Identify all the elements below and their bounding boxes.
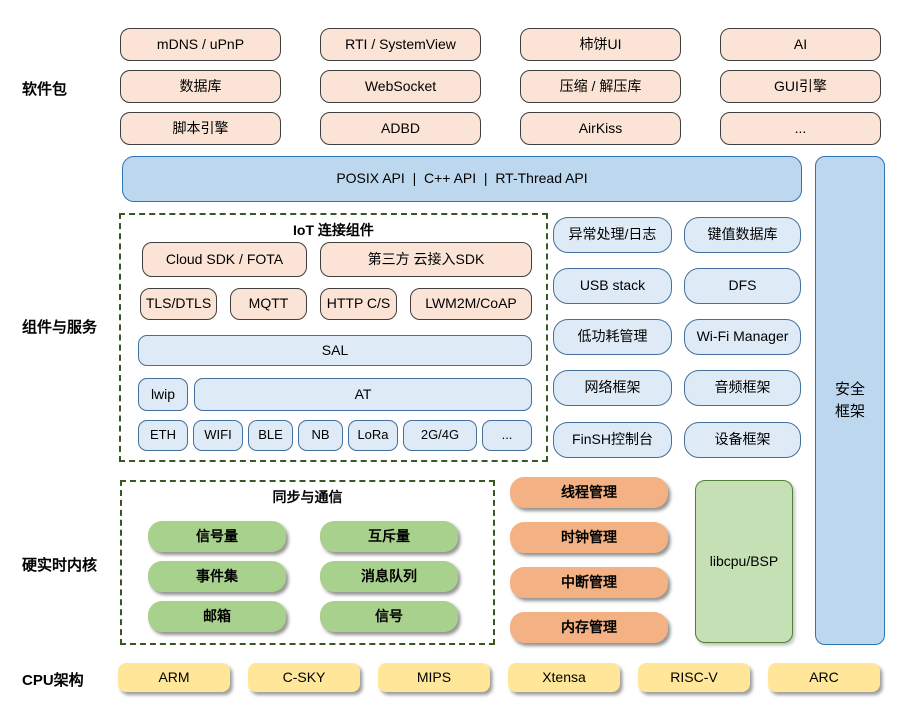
api-bar: POSIX API | C++ API | RT-Thread API [122, 156, 802, 202]
kernel-mgmt-pill: 内存管理 [510, 612, 668, 643]
sal-box: SAL [138, 335, 532, 366]
sync-item-pill: 邮箱 [148, 601, 286, 632]
iot-connect-title: IoT 连接组件 [293, 222, 374, 238]
kernel-mgmt-pill: 中断管理 [510, 567, 668, 598]
software-package-box: RTI / SystemView [320, 28, 481, 61]
third-party-sdk-box: 第三方 云接入SDK [320, 242, 532, 277]
sync-item-pill: 消息队列 [320, 561, 458, 592]
software-package-box: 脚本引擎 [120, 112, 281, 145]
section-label-components: 组件与服务 [22, 319, 98, 336]
service-box: USB stack [553, 268, 672, 304]
service-box: Wi-Fi Manager [684, 319, 801, 355]
protocol-box: HTTP C/S [320, 288, 397, 320]
cpu-arch-box: Xtensa [508, 663, 620, 692]
link-box: ETH [138, 420, 188, 451]
service-box: DFS [684, 268, 801, 304]
sync-item-pill: 互斥量 [320, 521, 458, 552]
section-label-cpu: CPU架构 [22, 672, 84, 689]
link-box: LoRa [348, 420, 398, 451]
link-box: ... [482, 420, 532, 451]
service-box: 网络框架 [553, 370, 672, 406]
protocol-box: LWM2M/CoAP [410, 288, 532, 320]
cpu-arch-box: ARM [118, 663, 230, 692]
kernel-mgmt-pill: 线程管理 [510, 477, 668, 508]
software-package-box: mDNS / uPnP [120, 28, 281, 61]
software-package-box: GUI引擎 [720, 70, 881, 103]
section-label-kernel: 硬实时内核 [22, 557, 98, 574]
lwip-box: lwip [138, 378, 188, 411]
sync-item-pill: 信号 [320, 601, 458, 632]
link-box: 2G/4G [403, 420, 477, 451]
cpu-arch-box: MIPS [378, 663, 490, 692]
cpu-arch-box: C-SKY [248, 663, 360, 692]
software-package-box: 柿饼UI [520, 28, 681, 61]
service-box: 键值数据库 [684, 217, 801, 253]
software-package-box: AI [720, 28, 881, 61]
at-box: AT [194, 378, 532, 411]
service-box: 异常处理/日志 [553, 217, 672, 253]
link-box: WIFI [193, 420, 243, 451]
protocol-box: TLS/DTLS [140, 288, 217, 320]
iot-connect-box [119, 213, 548, 462]
link-box: BLE [248, 420, 293, 451]
section-label-software: 软件包 [22, 81, 68, 98]
service-box: 音频框架 [684, 370, 801, 406]
cpu-arch-box: ARC [768, 663, 880, 692]
link-box: NB [298, 420, 343, 451]
security-framework-line1: 安全 [834, 380, 865, 398]
kernel-mgmt-pill: 时钟管理 [510, 522, 668, 553]
security-framework-line2: 框架 [834, 402, 865, 420]
software-package-box: AirKiss [520, 112, 681, 145]
cpu-arch-box: RISC-V [638, 663, 750, 692]
software-package-box: ... [720, 112, 881, 145]
software-package-box: 数据库 [120, 70, 281, 103]
software-package-box: WebSocket [320, 70, 481, 103]
security-framework-bar: 安全 框架 [815, 156, 885, 645]
service-box: FinSH控制台 [553, 422, 672, 458]
sync-comm-box [120, 480, 495, 645]
sync-item-pill: 信号量 [148, 521, 286, 552]
sync-comm-title: 同步与通信 [272, 489, 343, 505]
software-package-box: 压缩 / 解压库 [520, 70, 681, 103]
service-box: 低功耗管理 [553, 319, 672, 355]
libcpu-bsp-box: libcpu/BSP [695, 480, 793, 643]
cloud-sdk-box: Cloud SDK / FOTA [142, 242, 307, 277]
protocol-box: MQTT [230, 288, 307, 320]
software-package-box: ADBD [320, 112, 481, 145]
service-box: 设备框架 [684, 422, 801, 458]
sync-item-pill: 事件集 [148, 561, 286, 592]
